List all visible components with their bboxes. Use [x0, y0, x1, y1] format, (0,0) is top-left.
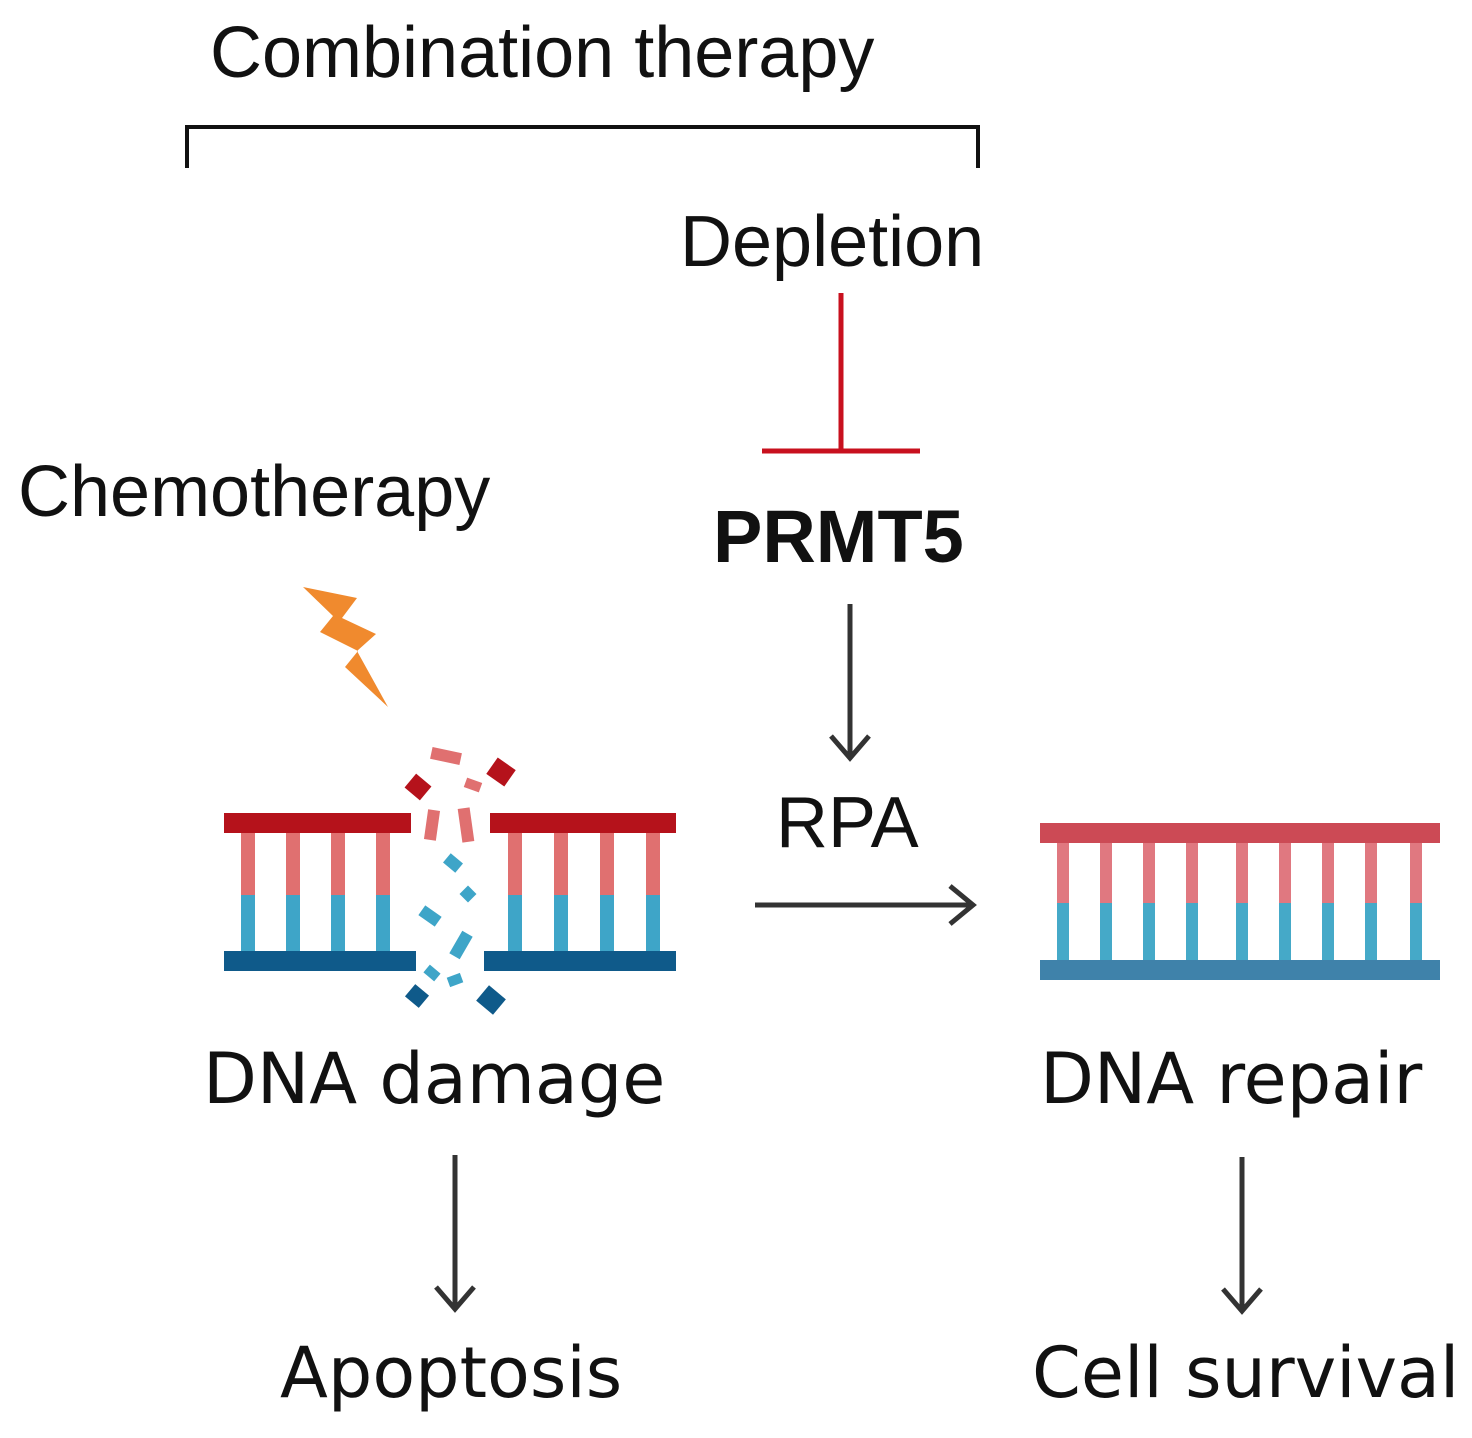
damage-to-repair-arrow [755, 884, 977, 926]
cell-survival-label: Cell survival [1032, 1332, 1460, 1414]
dna-damage-label: DNA damage [203, 1038, 666, 1120]
repaired-dna-icon [1040, 823, 1440, 980]
repair-to-survival-arrow [1221, 1157, 1263, 1315]
dna-repair-label: DNA repair [1040, 1038, 1423, 1120]
apoptosis-label: Apoptosis [280, 1332, 623, 1414]
rpa-label: RPA [776, 783, 919, 863]
chemotherapy-label: Chemotherapy [18, 452, 491, 532]
combination-bracket [185, 125, 980, 168]
lightning-bolt-icon [303, 587, 388, 707]
combination-therapy-label: Combination therapy [210, 13, 875, 93]
prmt5-to-rpa-arrow [829, 604, 871, 762]
damaged-dna-icon [224, 747, 676, 1015]
depletion-label: Depletion [680, 202, 985, 282]
prmt5-label: PRMT5 [713, 495, 964, 578]
inhibition-symbol [762, 293, 920, 454]
damage-to-apoptosis-arrow [434, 1155, 476, 1313]
